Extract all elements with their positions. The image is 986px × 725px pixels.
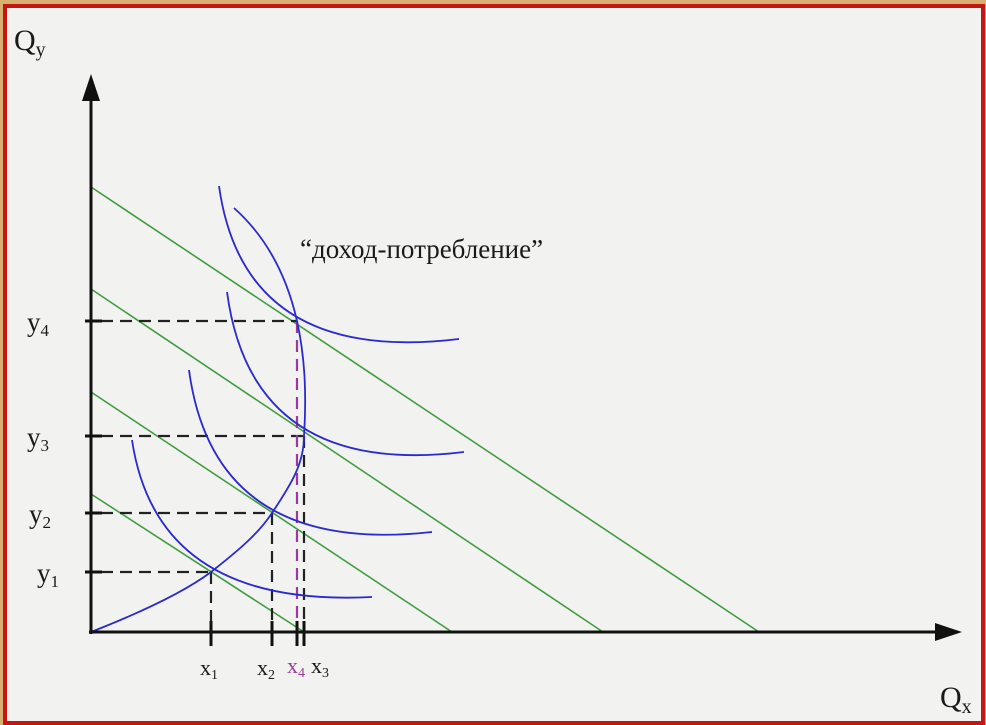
income-consumption-label: “доход-потребление” (300, 234, 543, 264)
y-axis-arrow (82, 74, 100, 101)
budget-line-2 (90, 391, 453, 633)
indifference-curve-3 (226, 291, 465, 456)
y2-label: y2 (29, 499, 51, 532)
y-axis-label: Qy (14, 24, 46, 61)
budget-lines (90, 186, 760, 633)
y1-label: y1 (37, 558, 59, 591)
budget-line-4 (90, 186, 760, 633)
y4-label: y4 (27, 307, 50, 340)
tick-marks (85, 319, 306, 646)
budget-line-3 (90, 288, 604, 633)
income-consumption-diagram: Qy Qx y1 y2 y3 y4 x1 x2 x4 x3 “доход-пот… (14, 24, 972, 718)
indifference-curve-4 (218, 185, 460, 344)
x-axis-arrow (935, 623, 962, 641)
guide-lines (101, 319, 306, 632)
x1-label: x1 (200, 655, 218, 683)
indifference-curve-2 (188, 369, 433, 536)
x4-label: x4 (287, 653, 305, 681)
axes (82, 74, 962, 641)
x-axis-label: Qx (940, 681, 972, 718)
indifference-curves (131, 185, 465, 599)
indifference-curve-1 (131, 439, 373, 599)
budget-line-1 (90, 493, 305, 633)
x2-label: x2 (257, 655, 275, 683)
diagram-frame: Qy Qx y1 y2 y3 y4 x1 x2 x4 x3 “доход-пот… (3, 4, 985, 725)
y3-label: y3 (27, 422, 49, 455)
x3-label: x3 (311, 653, 329, 681)
income-consumption-curve (90, 207, 307, 633)
